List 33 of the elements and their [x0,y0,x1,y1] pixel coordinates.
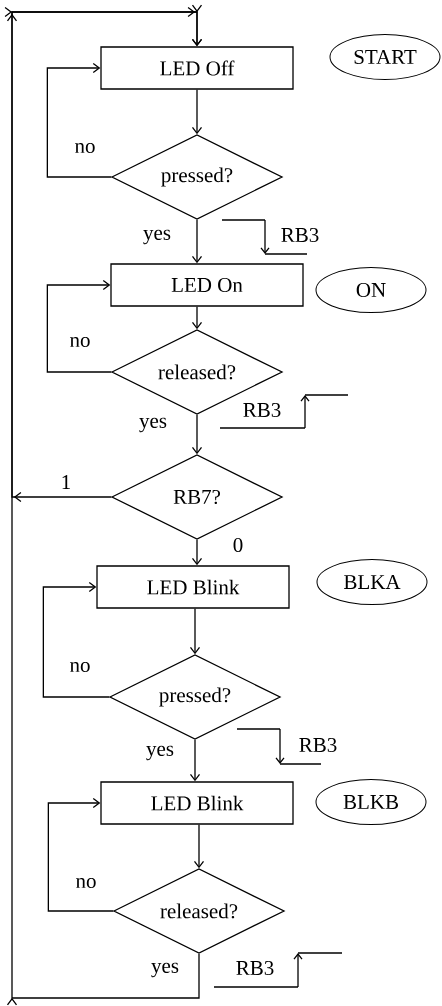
process-box: LED Off [100,46,294,90]
arrow [189,739,201,782]
signal-label: RB3 [281,227,319,243]
edge-label: yes [142,228,172,246]
process-box: LED Blink [96,565,290,609]
arrow [193,824,205,869]
process-box: LED Blink [100,781,294,825]
arrow [42,581,110,698]
process-box: LED On [110,263,304,307]
state-oval: START [329,34,441,80]
arrow [191,306,203,330]
state-oval: BLKA [316,559,428,605]
arrow [189,608,201,655]
edge-label: 1 [59,474,73,490]
edge-label: no [68,660,92,674]
arrow [46,62,112,178]
state-oval: BLKB [315,779,427,825]
arrow [191,539,203,566]
edge-label: yes [138,416,168,434]
arrow [46,279,112,373]
arrow [191,219,203,264]
signal-label: RB3 [299,737,337,753]
arrow [191,414,203,455]
arrow [4,4,203,1006]
edge-label: no [74,876,98,890]
edge-label: yes [150,961,180,979]
signal-label: RB3 [243,402,281,418]
state-oval: ON [315,267,427,313]
edge-label: yes [145,744,175,762]
edge-label: no [73,141,97,155]
arrow [191,89,203,135]
arrow [47,797,114,912]
edge-label: no [68,335,92,349]
